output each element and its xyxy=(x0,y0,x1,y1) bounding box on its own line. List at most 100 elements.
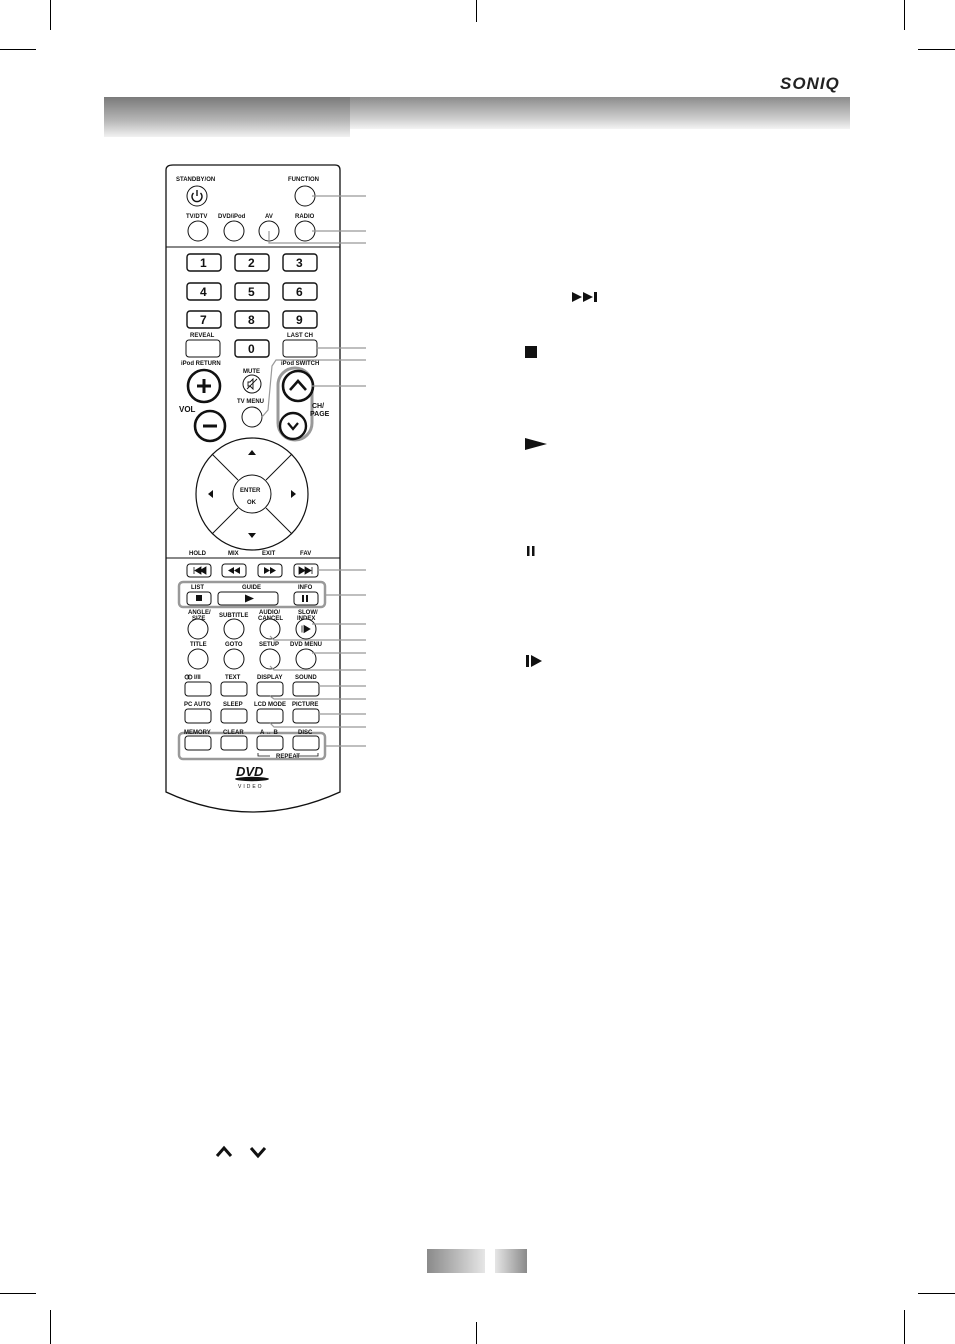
divider xyxy=(211,507,239,535)
ipod-switch-label: iPod SWITCH xyxy=(281,361,319,367)
stop-icon xyxy=(196,595,202,601)
crop-mark xyxy=(476,0,477,22)
ch-label: CH/ xyxy=(312,403,324,410)
header-band xyxy=(350,97,850,129)
number-key[interactable] xyxy=(234,339,270,358)
dvd-logo-disc xyxy=(235,776,269,782)
display-label: DISPLAY xyxy=(257,675,282,681)
number-key-label: 1 xyxy=(200,256,207,270)
title-label: TITLE xyxy=(190,642,207,648)
setup-button[interactable] xyxy=(259,648,281,670)
title-button[interactable] xyxy=(187,648,209,670)
number-key-label: 6 xyxy=(296,285,303,299)
reveal-label: REVEAL xyxy=(190,333,215,339)
chevron-down-icon xyxy=(287,422,299,431)
number-key[interactable] xyxy=(234,310,270,329)
subtitle-button[interactable] xyxy=(223,618,245,640)
number-key-label: 4 xyxy=(200,285,207,299)
last-ch-button[interactable] xyxy=(282,339,318,358)
number-key[interactable] xyxy=(186,253,222,272)
arrow-down-icon[interactable] xyxy=(248,533,256,538)
chevron-down-icon xyxy=(249,1147,267,1159)
dvd-logo: DVD xyxy=(236,764,264,779)
mix-label: MIX xyxy=(228,551,239,557)
number-key[interactable] xyxy=(234,253,270,272)
stereo-icon xyxy=(184,674,193,680)
number-key[interactable] xyxy=(282,253,318,272)
tvdtv-button[interactable] xyxy=(187,220,209,242)
next-track-icon xyxy=(298,566,313,575)
arrow-up-icon[interactable] xyxy=(248,450,256,455)
a-b-label: A ↔ B xyxy=(260,730,278,736)
divider xyxy=(211,453,239,481)
channel-down-button[interactable] xyxy=(278,411,308,441)
channel-up-button[interactable] xyxy=(281,369,315,403)
mute-icon xyxy=(246,377,258,391)
slow-label: SLOW/ xyxy=(298,610,318,616)
picture-button[interactable] xyxy=(292,708,320,724)
disc-button[interactable] xyxy=(292,735,320,751)
crop-mark xyxy=(50,0,51,30)
audio-label: AUDIO/ xyxy=(259,610,280,616)
last-ch-label: LAST CH xyxy=(287,333,313,339)
function-label: FUNCTION xyxy=(288,177,319,183)
number-key[interactable] xyxy=(186,310,222,329)
av-label: AV xyxy=(265,214,273,220)
rewind-icon xyxy=(228,567,240,574)
lcd-mode-button[interactable] xyxy=(256,708,284,724)
a-b-button[interactable] xyxy=(256,735,284,751)
next-track-icon xyxy=(572,292,597,302)
slow-play-icon xyxy=(526,655,542,667)
memory-label: MEMORY xyxy=(184,730,211,736)
mute-label: MUTE xyxy=(243,369,260,375)
pause-icon xyxy=(302,595,308,602)
arrow-left-icon[interactable] xyxy=(208,490,213,498)
pc-auto-label: PC AUTO xyxy=(184,702,211,708)
sleep-button[interactable] xyxy=(220,708,248,724)
divider xyxy=(265,453,293,481)
dvdipod-button[interactable] xyxy=(223,220,245,242)
number-key[interactable] xyxy=(234,282,270,301)
angle-label: ANGLE/ xyxy=(188,610,211,616)
disc-label: DISC xyxy=(298,730,313,736)
stereo-label: I/II xyxy=(194,675,201,681)
slow-play-icon xyxy=(301,624,311,634)
clear-button[interactable] xyxy=(220,735,248,751)
play-icon xyxy=(245,594,254,603)
standby-label: STANDBY/ON xyxy=(176,177,215,183)
divider xyxy=(265,507,293,535)
chevron-up-icon xyxy=(289,379,307,391)
setup-label: SETUP xyxy=(259,642,279,648)
number-key-label: 3 xyxy=(296,256,303,270)
repeat-label: REPEAT xyxy=(276,754,300,760)
pc-auto-button[interactable] xyxy=(184,708,212,724)
header-tab xyxy=(104,97,350,137)
number-key[interactable] xyxy=(282,282,318,301)
up-down-icons xyxy=(215,1145,267,1159)
page-label: PAGE xyxy=(310,411,330,418)
sound-label: SOUND xyxy=(295,675,317,681)
stop-icon xyxy=(525,346,537,358)
number-key[interactable] xyxy=(186,282,222,301)
angle-size-button[interactable] xyxy=(187,618,209,640)
page-tab-left xyxy=(427,1249,485,1273)
dvd-menu-button[interactable] xyxy=(295,648,317,670)
stereo-button[interactable] xyxy=(184,681,212,697)
text-button[interactable] xyxy=(220,681,248,697)
remote-control-diagram: STANDBY/ON FUNCTION TV/DTV DVD/iPod AV R… xyxy=(165,164,366,813)
fav-label: FAV xyxy=(300,551,311,557)
tv-menu-button[interactable] xyxy=(241,406,263,428)
crop-mark xyxy=(904,1310,905,1344)
crop-mark xyxy=(918,1293,955,1294)
audio-cancel-button[interactable] xyxy=(259,618,281,640)
ok-label: OK xyxy=(247,500,257,506)
reveal-button[interactable] xyxy=(185,339,221,358)
arrow-right-icon[interactable] xyxy=(291,490,296,498)
number-key[interactable] xyxy=(282,310,318,329)
goto-button[interactable] xyxy=(223,648,245,670)
sound-button[interactable] xyxy=(292,681,320,697)
enter-ok-button[interactable] xyxy=(232,474,272,514)
memory-button[interactable] xyxy=(184,735,212,751)
display-button[interactable] xyxy=(256,681,284,697)
tvdtv-label: TV/DTV xyxy=(186,214,207,220)
